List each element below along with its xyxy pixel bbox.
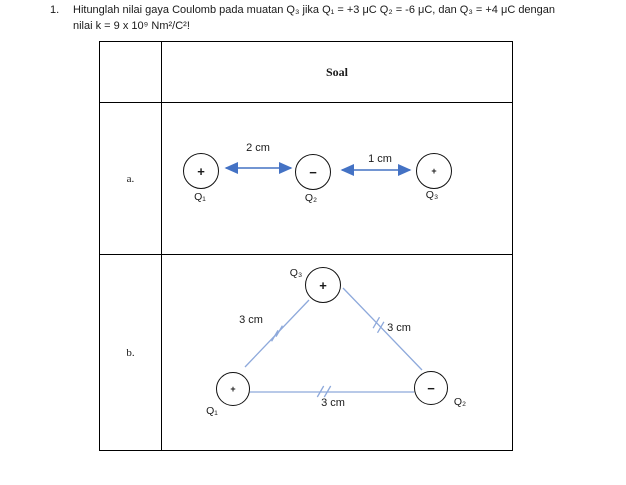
charge-q3-circle: + bbox=[416, 153, 452, 189]
header-empty-cell bbox=[100, 42, 162, 103]
problem-statement: 1. Hitunglah nilai gaya Coulomb pada mua… bbox=[50, 3, 555, 34]
row-a-label: a. bbox=[100, 103, 162, 255]
charge-q1-circle: + bbox=[183, 153, 219, 189]
charge-q1-label: Q₁ bbox=[206, 405, 218, 417]
row-b-diagram-cell: + + − Q₃ Q₁ Q₂ 3 cm 3 cm 3 cm bbox=[162, 255, 512, 450]
charge-q3-sign: + bbox=[431, 165, 437, 176]
tick-bottom-1 bbox=[316, 385, 325, 398]
side-q1-q3 bbox=[244, 299, 310, 368]
charge-q2-label: Q₂ bbox=[304, 192, 318, 204]
side-label-right-3cm: 3 cm bbox=[387, 322, 411, 334]
charge-q1-circle: + bbox=[216, 372, 250, 406]
tick-right-2 bbox=[376, 321, 385, 334]
row-b-label: b. bbox=[100, 255, 162, 450]
side-label-left-3cm: 3 cm bbox=[239, 314, 263, 326]
diagram-b-triangle bbox=[244, 287, 423, 398]
charge-q3-label: Q₃ bbox=[289, 267, 303, 279]
charge-q2-sign: − bbox=[427, 380, 435, 396]
tick-right-1 bbox=[372, 316, 381, 329]
diagram-a: + − + 2 cm 1 cm Q₁ Q₂ Q₃ bbox=[162, 103, 512, 254]
header-soal-cell: Soal bbox=[162, 42, 512, 103]
charge-q1-label: Q₁ bbox=[194, 191, 206, 203]
soal-table: Soal a. + bbox=[99, 41, 513, 451]
problem-number: 1. bbox=[50, 4, 60, 16]
charge-q1-sign: + bbox=[197, 163, 205, 179]
charge-q3-label: Q₃ bbox=[425, 189, 439, 201]
charge-q3-circle: + bbox=[305, 267, 341, 303]
distance-label-1cm: 1 cm bbox=[368, 153, 392, 165]
tick-left-1 bbox=[271, 329, 279, 342]
side-q3-q2 bbox=[342, 287, 423, 371]
problem-text-line1: Hitunglah nilai gaya Coulomb pada muatan… bbox=[73, 4, 556, 16]
charge-q2-circle: − bbox=[414, 371, 448, 405]
charge-q3-sign: + bbox=[319, 277, 327, 293]
side-label-bottom-3cm: 3 cm bbox=[321, 397, 345, 409]
problem-text: Hitunglah nilai gaya Coulomb pada muatan… bbox=[73, 3, 555, 34]
charge-q2-sign: − bbox=[309, 164, 317, 180]
diagram-a-arrows bbox=[224, 162, 412, 176]
charge-q2-label: Q₂ bbox=[453, 396, 467, 408]
distance-label-2cm: 2 cm bbox=[246, 142, 270, 154]
tick-left-2 bbox=[275, 325, 283, 338]
row-a-diagram-cell: + − + 2 cm 1 cm Q₁ Q₂ Q₃ bbox=[162, 103, 512, 255]
diagram-b: + + − Q₃ Q₁ Q₂ 3 cm 3 cm 3 cm bbox=[162, 255, 512, 450]
problem-text-line2: nilai k = 9 x 10⁹ Nm²/C²! bbox=[73, 19, 190, 32]
charge-q2-circle: − bbox=[295, 154, 331, 190]
charge-q1-sign: + bbox=[230, 383, 236, 394]
tick-bottom-2 bbox=[323, 385, 332, 398]
